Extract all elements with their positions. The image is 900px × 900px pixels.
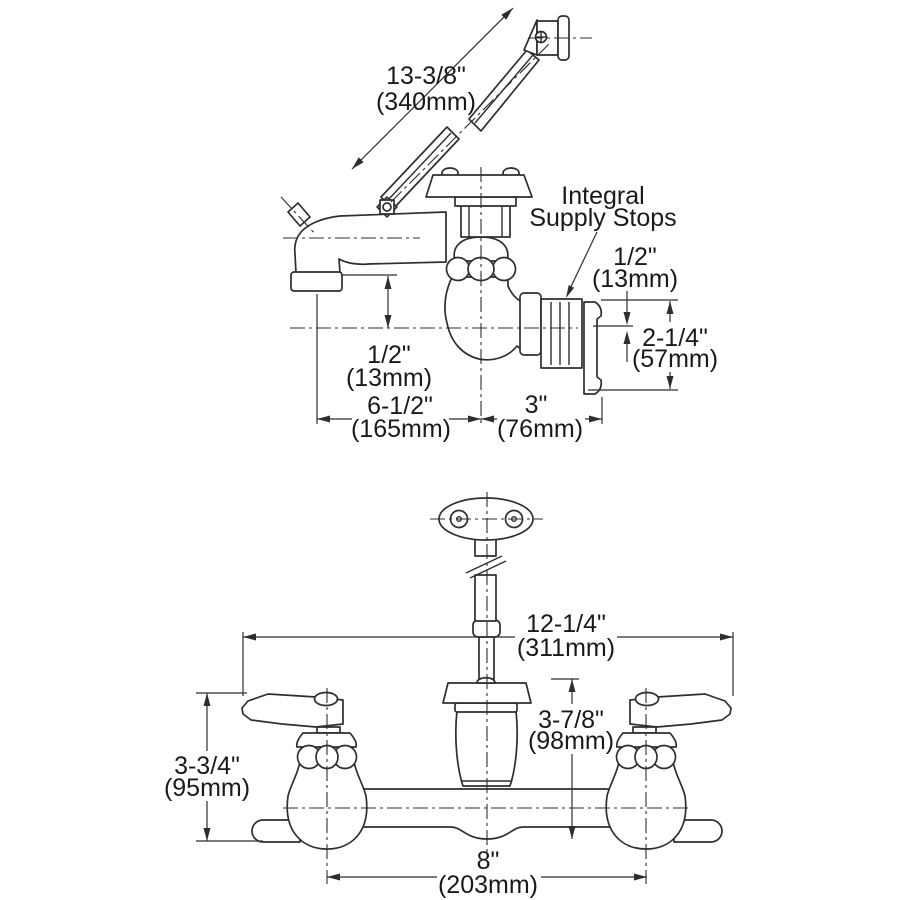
arrowhead (203, 828, 211, 841)
dim-hose-mm: (340mm) (376, 88, 476, 116)
dim-spout-drop: 1/2" (13mm) (341, 274, 432, 392)
base-tab-right (673, 819, 723, 843)
dim-centers-mm: (203mm) (438, 871, 538, 899)
hose-tube-upper (474, 538, 497, 557)
dim-body-h-mm: (95mm) (164, 774, 250, 802)
side-view-diagram: 13-3/8" (340mm) Integral Supply Stops 1/… (280, 7, 718, 443)
dim-hose-length: 13-3/8" (340mm) (351, 7, 514, 170)
dim-body-height: 3-3/4" (95mm) (164, 692, 263, 842)
dim-spout-drop-in: 1/2" (367, 341, 411, 369)
arrowhead (568, 679, 576, 692)
front-view-diagram: 12-1/4" (311mm) 3-7/8" (98mm) 3-3/4" (95… (164, 492, 734, 899)
arrowhead (468, 415, 481, 423)
stop-coupling (519, 292, 542, 356)
arrowhead (589, 415, 602, 423)
arrowhead (568, 826, 576, 839)
outlet-collar (454, 702, 518, 713)
dim-centers: 8" (203mm) (327, 847, 647, 899)
arrowhead (481, 415, 494, 423)
arrowhead (203, 693, 211, 706)
dim-spout-h-mm: (98mm) (528, 727, 614, 755)
arrowhead (501, 8, 513, 20)
hose-nub (476, 676, 496, 684)
handle-cap (425, 174, 533, 198)
dim-escutcheon: 2-1/4" (57mm) (588, 301, 718, 391)
arrowhead (623, 312, 631, 325)
arrowhead (720, 633, 733, 641)
arrowhead (666, 301, 674, 314)
coupling-nut-left (445, 256, 471, 282)
spout (287, 202, 447, 292)
dim-escutcheon-in: 2-1/4" (642, 324, 708, 352)
coupling-nut-right (491, 256, 517, 282)
arrowhead (327, 873, 340, 881)
dim-reach-mm: (165mm) (351, 415, 451, 443)
callout-line1: Integral (561, 182, 644, 210)
centerlines-front-view (283, 492, 690, 884)
arrowhead (384, 276, 392, 289)
right-handle (615, 691, 732, 770)
arrowhead (623, 331, 631, 344)
supply-stop-body (540, 298, 583, 369)
dim-to-wall-in: 3" (525, 391, 548, 419)
dim-reach-in: 6-1/2" (367, 392, 433, 420)
dim-stop-in: 1/2" (613, 243, 657, 271)
left-lever-cap (313, 691, 339, 707)
right-lever-cap (634, 691, 660, 707)
dim-reach-and-wall: 6-1/2" (165mm) 3" (76mm) (316, 294, 603, 443)
dim-width-in: 12-1/4" (526, 610, 606, 638)
faucet-body-side (376, 167, 603, 395)
dim-spout-height: 3-7/8" (98mm) (528, 678, 614, 839)
base-tab-left (251, 819, 301, 843)
hose-tube-mid (474, 574, 497, 622)
dim-centers-in: 8" (477, 847, 500, 875)
hose-upper-segment (468, 49, 540, 132)
callout-supply-stops: Integral Supply Stops (529, 182, 677, 298)
dim-to-wall-mm: (76mm) (497, 415, 583, 443)
hose-break-line (469, 560, 507, 579)
arrowhead (566, 285, 575, 298)
callout-line2: Supply Stops (529, 204, 676, 232)
spout-outlet-flange (290, 271, 343, 292)
dim-width-mm: (311mm) (517, 634, 615, 662)
hose-break-line (465, 555, 503, 574)
arrowhead (666, 376, 674, 389)
arrowhead (634, 873, 647, 881)
arrowhead (317, 415, 330, 423)
dim-body-h-in: 3-3/4" (174, 752, 240, 780)
dim-overall-width: 12-1/4" (311mm) (242, 610, 734, 696)
hose-swivel-hub (382, 202, 392, 212)
dim-stop-offset: 1/2" (13mm) (592, 243, 678, 362)
dim-spout-drop-mm: (13mm) (346, 364, 432, 392)
arrowhead (384, 315, 392, 328)
cap-step (454, 196, 517, 207)
body-elbow (444, 276, 523, 361)
outlet-barrel (455, 710, 518, 787)
vacuum-breaker-nub (287, 202, 311, 227)
dim-hose-in: 13-3/8" (386, 62, 466, 90)
dim-escutcheon-mm: (57mm) (632, 345, 718, 373)
dim-spout-h-in: 3-7/8" (538, 706, 604, 734)
arrowhead (243, 633, 256, 641)
spout-body (293, 211, 447, 274)
right-neck (632, 726, 657, 734)
left-neck (316, 726, 341, 734)
arrowhead (352, 157, 364, 169)
left-handle (241, 691, 358, 770)
dim-stop-mm: (13mm) (592, 265, 678, 293)
escutcheon (583, 301, 603, 395)
centerlines-side-view (280, 37, 592, 424)
